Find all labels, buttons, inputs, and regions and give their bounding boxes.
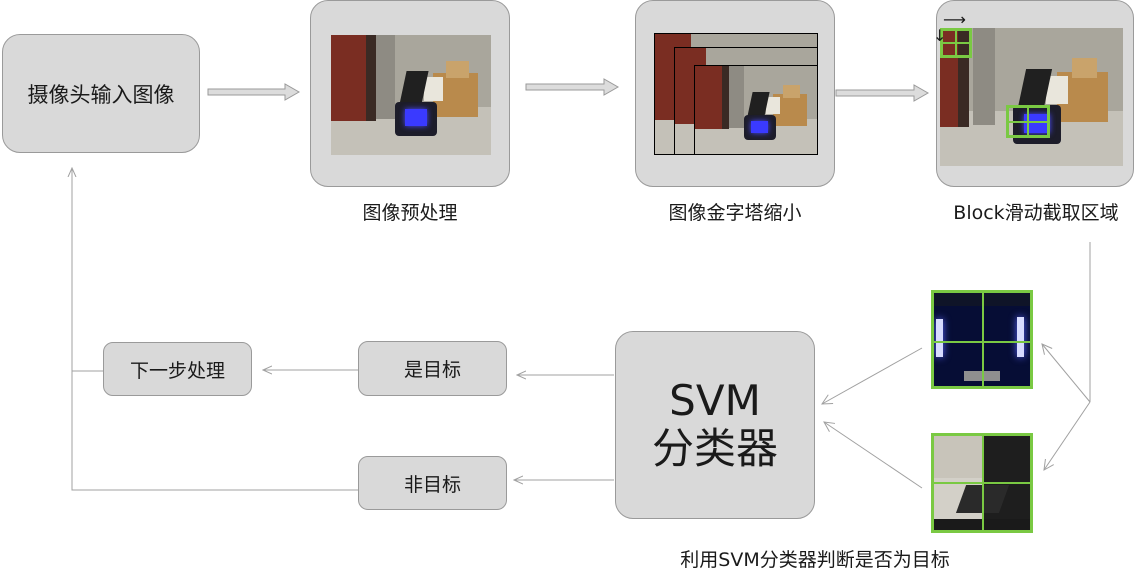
connector-to-patch-top [1042,344,1091,403]
camera-input-label: 摄像头输入图像 [27,82,175,107]
block-box: ⟶ ↓ [933,0,1134,187]
svm-label-line1: SVM [669,376,761,425]
preprocess-image [331,35,491,155]
arrow-preprocess-to-pyramid [525,78,620,96]
block-window-start [940,28,972,58]
svm-label-line2: 分类器 [651,424,778,473]
svm-classifier-box: SVM 分类器 [615,331,815,519]
connector-patch-bottom-to-svm [824,422,923,489]
pyramid-frame-3 [694,65,818,155]
arrow-camera-to-preprocess [207,83,301,101]
arrow-pyramid-to-block [835,84,930,102]
preprocess-box [310,0,510,187]
not-target-node: 非目标 [358,456,507,510]
patch-nontarget [931,433,1033,533]
camera-input-box: 摄像头输入图像 [2,34,200,153]
patch-target [931,290,1033,389]
not-target-label: 非目标 [403,473,461,496]
arrow-down-icon: ↓ [933,26,947,45]
block-caption: Block滑动截取区域 [953,202,1119,224]
is-target-node: 是目标 [358,341,507,396]
pyramid-caption: 图像金字塔缩小 [668,202,802,224]
preprocess-caption: 图像预处理 [362,202,458,224]
block-window-overlay [1005,105,1050,139]
connector-loop-back [72,168,358,491]
connector-to-patch-bottom [1044,401,1091,470]
next-step-node: 下一步处理 [103,342,252,396]
arrow-right-icon: ⟶ [943,10,966,29]
next-step-label: 下一步处理 [129,359,225,382]
pyramid-box [635,0,835,187]
connector-patch-top-to-svm [822,347,923,404]
is-target-label: 是目标 [403,359,461,381]
svm-caption: 利用SVM分类器判断是否为目标 [680,549,950,571]
